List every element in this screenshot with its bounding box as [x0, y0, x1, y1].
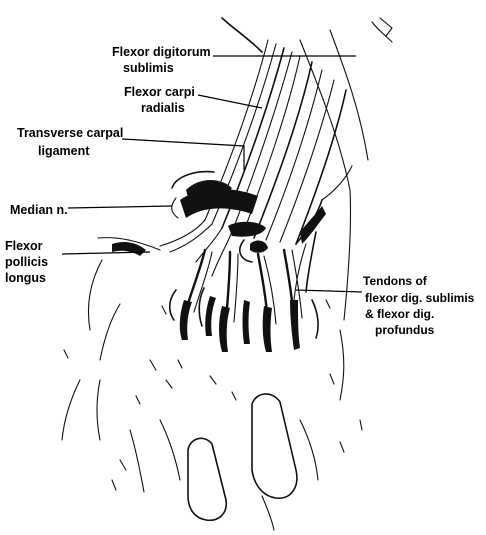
- label-transverse-carpal-ligament: Transverse carpal ligament: [17, 126, 127, 158]
- hand-illustration: [62, 18, 392, 530]
- label-flexor-carpi-radialis: Flexor carpi radialis: [124, 85, 198, 115]
- leader-transverse-carpal-ligament: [122, 139, 244, 170]
- label-flexor-digitorum-sublimis: Flexor digitorum sublimis: [112, 45, 214, 75]
- leader-median-nerve: [68, 206, 172, 208]
- leader-flexor-carpi-radialis: [198, 95, 262, 108]
- labels: Flexor digitorum sublimis Flexor carpi r…: [5, 45, 478, 337]
- label-tendons: Tendons of flexor dig. sublimis & flexor…: [363, 274, 478, 337]
- label-flexor-pollicis-longus: Flexor pollicis longus: [5, 239, 52, 285]
- label-median-nerve: Median n.: [10, 203, 68, 217]
